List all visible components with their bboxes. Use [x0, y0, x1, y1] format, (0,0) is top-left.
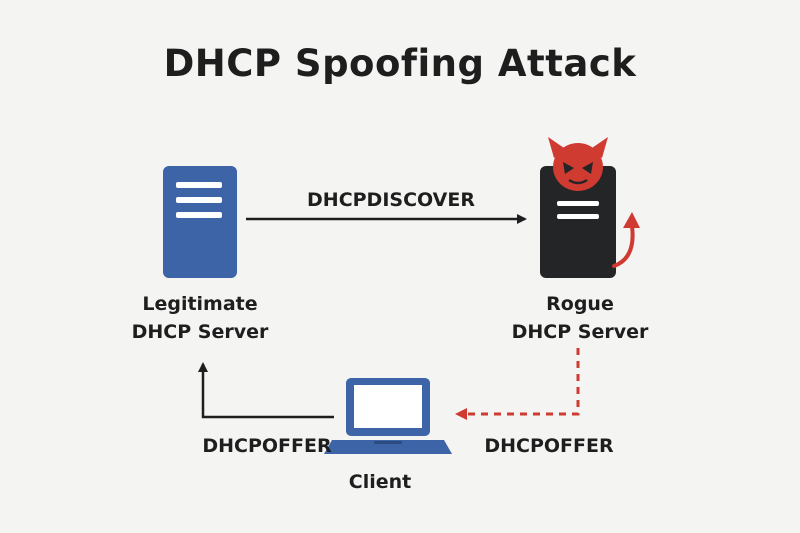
offer-rogue-arrow: [455, 348, 580, 420]
discover-edge-label: DHCPDISCOVER: [307, 189, 475, 211]
client-laptop-icon: [324, 378, 452, 454]
rogue-server-label-line2: DHCP Server: [511, 321, 649, 343]
devil-tail-icon: [612, 212, 640, 268]
legitimate-server-label-line2: DHCP Server: [131, 321, 269, 343]
client-label: Client: [348, 471, 412, 493]
legitimate-server-label-line1: Legitimate: [142, 293, 258, 315]
legitimate-server-label: Legitimate DHCP Server: [100, 290, 300, 346]
rogue-server-icon: [540, 166, 616, 278]
offer-rogue-edge-label: DHCPOFFER: [484, 435, 614, 457]
rogue-server-label-line1: Rogue: [546, 293, 614, 315]
legitimate-server-icon: [163, 166, 237, 278]
offer-legitimate-edge-label: DHCPOFFER: [202, 435, 332, 457]
page-title: DHCP Spoofing Attack: [163, 42, 637, 85]
devil-icon: [548, 137, 608, 191]
rogue-server-label: Rogue DHCP Server: [480, 290, 680, 346]
offer-legitimate-arrow: [198, 362, 334, 419]
